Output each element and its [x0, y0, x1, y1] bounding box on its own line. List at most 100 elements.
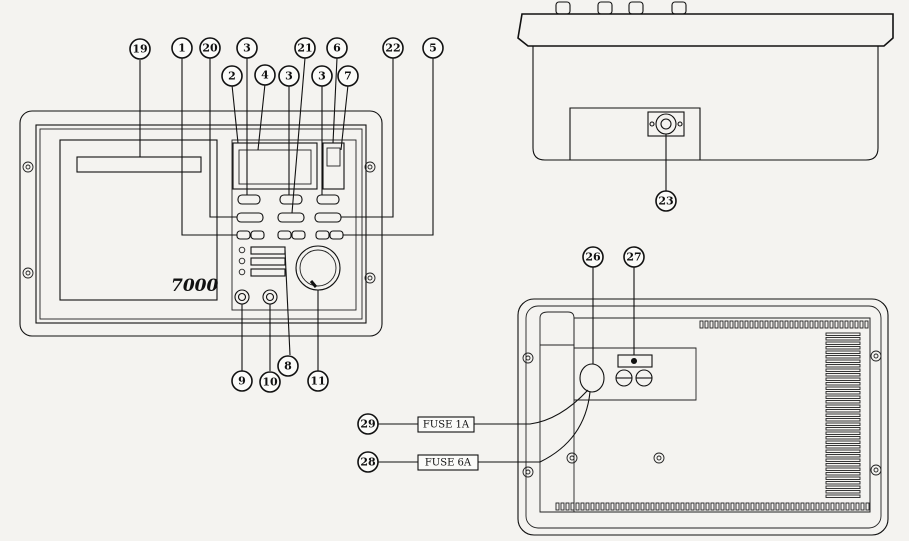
vent-slot: [655, 502, 660, 511]
vent-slot: [825, 332, 861, 336]
svg-text:21: 21: [297, 42, 312, 55]
vent-slot: [749, 320, 754, 329]
vent-slot: [859, 320, 864, 329]
vent-slot: [834, 320, 839, 329]
vent-slot: [565, 502, 570, 511]
vent-slot: [855, 502, 860, 511]
callout-22: 22: [382, 37, 404, 59]
side-view: [517, 1, 894, 192]
vent-slot: [769, 320, 774, 329]
fuse-label-large: FUSE 6A: [417, 454, 479, 471]
callout-1: 1: [171, 37, 193, 59]
svg-text:29: 29: [360, 418, 375, 431]
svg-text:FUSE 6A: FUSE 6A: [425, 458, 472, 469]
vent-slot: [745, 502, 750, 511]
jacks: [234, 289, 278, 305]
svg-text:5: 5: [429, 42, 437, 55]
vent-slot: [774, 320, 779, 329]
vent-slot: [825, 427, 861, 431]
model-label: 7000: [171, 276, 218, 296]
vent-slot: [680, 502, 685, 511]
vent-slot: [804, 320, 809, 329]
vent-slot: [825, 449, 861, 453]
vent-slot: [615, 502, 620, 511]
vent-slot: [825, 458, 861, 462]
vent-slot: [705, 502, 710, 511]
vent-slot: [765, 502, 770, 511]
vent-slot: [695, 502, 700, 511]
vent-slot: [739, 320, 744, 329]
vent-slot: [849, 320, 854, 329]
upper-switches: [237, 194, 340, 205]
vent-slot: [850, 502, 855, 511]
vent-slot: [805, 502, 810, 511]
vent-slot: [760, 502, 765, 511]
vent-slot: [839, 320, 844, 329]
vent-slots-top: [699, 320, 869, 329]
vent-slot: [825, 337, 861, 341]
vent-slot: [754, 320, 759, 329]
vent-slot: [560, 502, 565, 511]
vent-slot: [590, 502, 595, 511]
callout-20: 20: [199, 37, 221, 59]
vent-slot: [845, 502, 850, 511]
callout-21: 21: [294, 37, 316, 59]
vent-slot: [575, 502, 580, 511]
vent-slot: [635, 502, 640, 511]
vent-slot: [759, 320, 764, 329]
vent-slot: [825, 400, 861, 404]
callout-28: 28: [357, 451, 379, 473]
vent-slot: [650, 502, 655, 511]
vent-slot: [825, 404, 861, 408]
callout-10: 10: [259, 371, 281, 393]
vent-slot: [800, 502, 805, 511]
vent-slot: [814, 320, 819, 329]
vent-slot: [810, 502, 815, 511]
vent-slot: [724, 320, 729, 329]
vent-slot: [570, 502, 575, 511]
vent-slot: [824, 320, 829, 329]
power-cord-grommet: [579, 363, 605, 393]
vent-slot: [770, 502, 775, 511]
vent-slot: [714, 320, 719, 329]
lower-buttons: [236, 230, 344, 240]
vent-slot: [825, 350, 861, 354]
callout-6: 6: [326, 37, 348, 59]
vent-slot: [825, 436, 861, 440]
vent-slot: [819, 320, 824, 329]
callout-27: 27: [623, 246, 645, 268]
vent-slot: [825, 445, 861, 449]
vent-slot: [825, 485, 861, 489]
svg-text:10: 10: [262, 376, 278, 389]
vent-slot: [825, 391, 861, 395]
vent-slot: [825, 373, 861, 377]
svg-text:26: 26: [585, 251, 601, 264]
vent-slot: [825, 431, 861, 435]
vent-slot: [794, 320, 799, 329]
svg-text:1: 1: [178, 42, 186, 55]
vent-slot: [610, 502, 615, 511]
callout-3b: 3: [278, 65, 300, 87]
vent-slot: [625, 502, 630, 511]
vent-slot: [825, 364, 861, 368]
svg-text:11: 11: [310, 375, 325, 388]
vent-slot: [820, 502, 825, 511]
vent-slot: [825, 413, 861, 417]
rear-leaders: [378, 266, 635, 463]
callout-19: 19: [129, 38, 151, 60]
vent-slot: [775, 502, 780, 511]
slide-switches-8: [250, 246, 286, 277]
vent-slot: [844, 320, 849, 329]
vent-slot: [825, 494, 861, 498]
vent-slot: [825, 355, 861, 359]
fuse-label-small: FUSE 1A: [417, 416, 475, 433]
vent-slot: [620, 502, 625, 511]
vent-slot: [789, 320, 794, 329]
callout-4: 4: [254, 64, 276, 86]
vent-slot: [825, 341, 861, 345]
vent-slot: [605, 502, 610, 511]
svg-text:3: 3: [243, 42, 251, 55]
vent-slot: [660, 502, 665, 511]
vent-slot: [600, 502, 605, 511]
